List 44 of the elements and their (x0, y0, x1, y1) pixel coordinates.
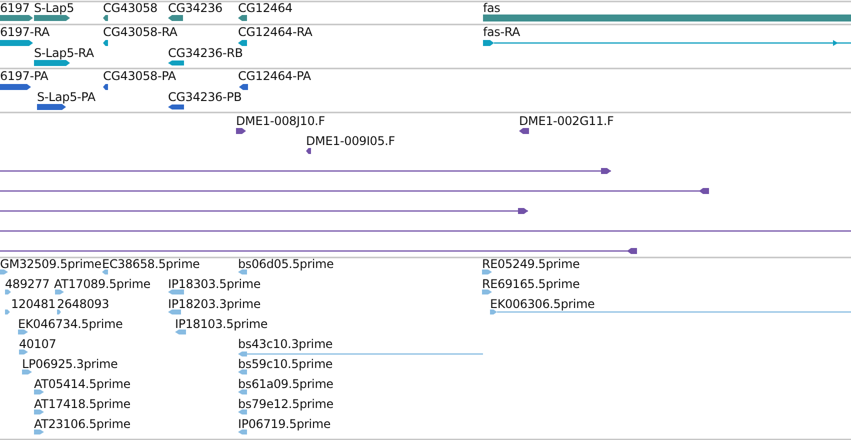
feature-label: AT17418.5prime (34, 397, 130, 411)
feature-label: IP06719.5prime (238, 417, 331, 431)
feature-label: CG43058-PA (103, 69, 176, 83)
feature-label: LP06925.3prime (22, 357, 118, 371)
feature-label: bs61a09.5prime (238, 377, 334, 391)
feature-label: AT23106.5prime (34, 417, 130, 431)
feature-label: IP18103.5prime (175, 317, 268, 331)
feature-label: CG43058 (103, 1, 158, 15)
feature-label: GM32509.5prime (0, 257, 102, 271)
feature-label: DME1-009I05.F (306, 134, 395, 148)
feature-label: EK046734.5prime (18, 317, 123, 331)
feature-label: AT05414.5prime (34, 377, 130, 391)
feature-label: fas-RA (483, 25, 520, 39)
feature-label: CG12464 (238, 1, 292, 15)
feature-label: CG12464-RA (238, 25, 312, 39)
feature-label: bs43c10.3prime (238, 337, 333, 351)
feature-label: 120481 (11, 297, 56, 311)
feature-label: RE69165.5prime (482, 277, 580, 291)
feature-label: EK006306.5prime (490, 297, 595, 311)
feature-label: DME1-002G11.F (519, 114, 614, 128)
feature-label: 6197-PA (0, 69, 48, 83)
feature-label: DME1-008J10.F (236, 114, 325, 128)
feature-label: EC38658.5prime (102, 257, 200, 271)
feature-label: CG12464-PA (238, 69, 311, 83)
feature-label: 6197-RA (0, 25, 50, 39)
feature-label: IP18303.5prime (168, 277, 261, 291)
feature-label: CG34236-PB (168, 90, 242, 104)
feature-label: S-Lap5-RA (34, 46, 94, 60)
feature-label: 489277 (5, 277, 50, 291)
feature-label: fas (483, 1, 500, 15)
feature-label: 2648093 (57, 297, 110, 311)
feature-label: CG34236 (168, 1, 222, 15)
feature-label: CG43058-RA (103, 25, 178, 39)
feature-label: CG34236-RB (168, 46, 243, 60)
feature-label: 6197 (0, 1, 30, 15)
feature-label: bs59c10.5prime (238, 357, 333, 371)
feature-label: AT17089.5prime (54, 277, 150, 291)
feature-label: 40107 (19, 337, 56, 351)
feature-label: bs06d05.5prime (238, 257, 334, 271)
feature-label: IP18203.3prime (168, 297, 261, 311)
feature-label: S-Lap5 (34, 1, 74, 15)
feature-label: bs79e12.5prime (238, 397, 334, 411)
feature-label: RE05249.5prime (482, 257, 580, 271)
feature-label: S-Lap5-PA (37, 90, 96, 104)
